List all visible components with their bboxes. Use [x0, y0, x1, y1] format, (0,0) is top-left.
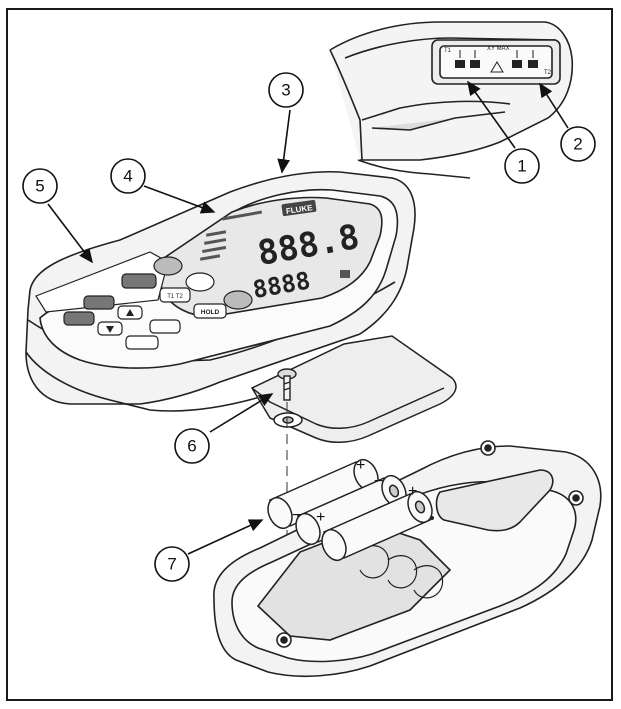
callout-1: 1 — [504, 148, 540, 184]
plus-mark-1: + — [356, 457, 365, 474]
minus-mark-1: − — [374, 473, 383, 490]
key-mode[interactable] — [121, 273, 157, 289]
key-min-max[interactable] — [149, 319, 181, 334]
key-hold-label: HOLD — [201, 309, 220, 316]
callout-3-label: 3 — [281, 81, 290, 100]
minus-mark-2: − — [292, 507, 301, 524]
key-left-1[interactable] — [83, 295, 115, 310]
power-button[interactable] — [153, 256, 183, 276]
callout-6: 6 — [174, 428, 210, 464]
keypad: T1 T2 HOLD — [63, 256, 253, 350]
key-enter[interactable] — [125, 335, 159, 350]
plus-mark-3: + — [316, 509, 325, 526]
callout-circles: 1 2 3 4 5 6 7 — [22, 72, 596, 582]
callout-7-label: 7 — [167, 555, 176, 574]
screw — [277, 368, 297, 401]
backlight-button[interactable] — [185, 272, 215, 292]
brand-logo: FLUKE — [285, 203, 313, 216]
key-left-2[interactable] — [63, 311, 95, 326]
callout-7: 7 — [154, 546, 190, 582]
meter-top-edge — [329, 21, 574, 179]
round-button-right[interactable] — [223, 290, 253, 310]
callout-5-label: 5 — [35, 177, 44, 196]
callout-2-label: 2 — [573, 135, 582, 154]
port-label-t2: T2 — [544, 70, 552, 76]
leader-4 — [143, 185, 216, 214]
battery-2 — [295, 474, 407, 546]
key-hold[interactable] — [193, 303, 227, 319]
plus-mark-2: + — [408, 483, 417, 500]
callout-2: 2 — [560, 126, 596, 162]
batteries — [267, 458, 433, 562]
callout-3: 3 — [268, 72, 304, 108]
leader-3 — [277, 109, 291, 174]
callout-6-label: 6 — [187, 437, 196, 456]
leader-2 — [539, 82, 569, 129]
leader-1 — [467, 80, 516, 149]
leader-6 — [209, 393, 274, 433]
battery-polarity-marks: + − + − + — [292, 457, 417, 526]
callout-4-label: 4 — [123, 167, 132, 186]
port-panel-details: T1 T2 XY MAX — [444, 46, 552, 76]
battery-door — [250, 335, 457, 443]
port-label-t1: T1 — [444, 48, 452, 54]
key-t1t2-label: T1 T2 — [167, 294, 183, 300]
key-t1t2[interactable] — [159, 287, 191, 303]
callout-leaders — [47, 80, 569, 555]
meter-body — [25, 170, 416, 412]
leader-7 — [187, 519, 264, 555]
lower-housing — [213, 440, 602, 678]
callout-1-label: 1 — [517, 157, 526, 176]
callout-5: 5 — [22, 168, 58, 204]
battery-3 — [321, 490, 433, 562]
callout-4: 4 — [110, 158, 146, 194]
leader-5 — [47, 203, 93, 264]
port-label-top: XY MAX — [487, 46, 510, 52]
